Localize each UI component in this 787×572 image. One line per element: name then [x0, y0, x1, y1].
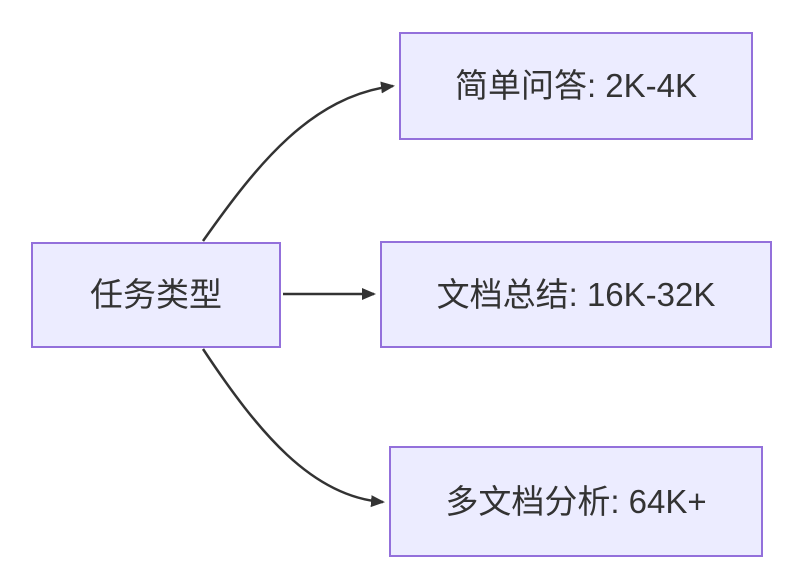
node-simple-qa: 简单问答: 2K-4K [399, 32, 753, 140]
node-multi-doc-analysis-label: 多文档分析: 64K+ [445, 482, 707, 520]
node-multi-doc-analysis: 多文档分析: 64K+ [389, 446, 763, 557]
node-task-type-label: 任务类型 [90, 276, 222, 314]
node-task-type: 任务类型 [31, 242, 281, 348]
node-doc-summary-label: 文档总结: 16K-32K [436, 275, 716, 313]
edge-root-to-branch-0 [201, 81, 395, 242]
edge-root-to-branch-2 [201, 348, 385, 508]
node-simple-qa-label: 简单问答: 2K-4K [454, 67, 698, 105]
node-doc-summary: 文档总结: 16K-32K [380, 241, 772, 348]
